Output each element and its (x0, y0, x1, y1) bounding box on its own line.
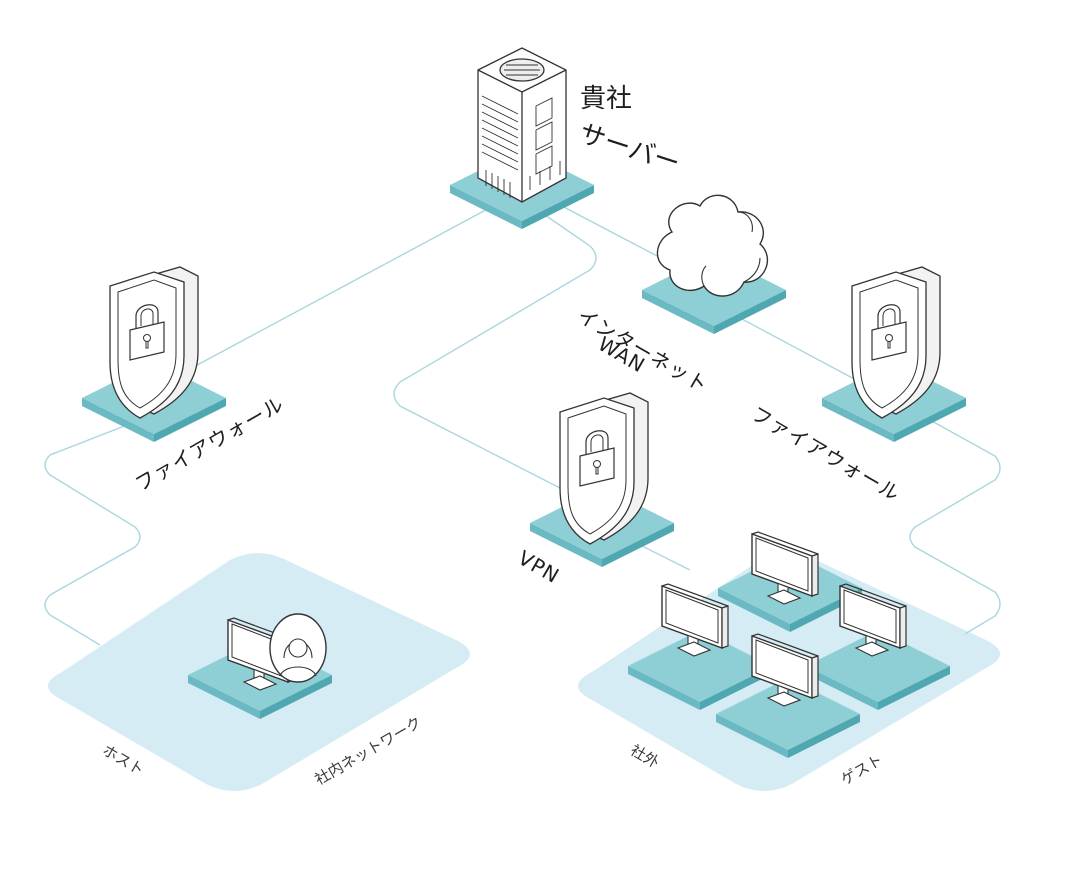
server-label-line1: 貴社 (580, 84, 633, 114)
firewall-right-node (822, 266, 966, 442)
cloud-icon (656, 194, 769, 297)
server-node (450, 47, 594, 229)
connector-lines (44, 204, 1001, 646)
vpn-node (530, 392, 674, 567)
server-icon (477, 47, 567, 203)
firewall-left-node (82, 266, 226, 442)
user-avatar-icon (269, 613, 327, 683)
host-node (188, 613, 332, 719)
internet-node (642, 194, 786, 334)
